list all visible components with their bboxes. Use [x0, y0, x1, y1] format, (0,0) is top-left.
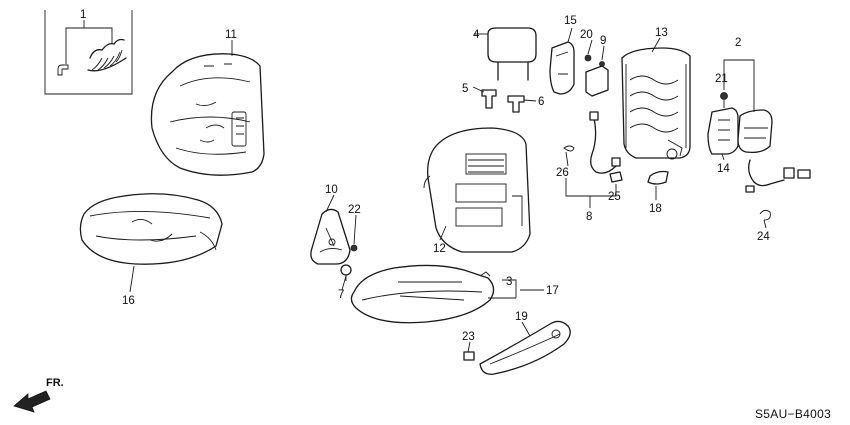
callout-1: 1 — [80, 9, 86, 21]
clip-part-23 — [463, 351, 475, 361]
callout-26: 26 — [556, 167, 569, 179]
headrest-guide-part-6 — [507, 95, 525, 113]
knob-cover-part-18 — [647, 170, 669, 185]
seat-cushion-pad-part — [350, 264, 495, 324]
callout-17: 17 — [546, 285, 559, 297]
callout-3: 3 — [506, 276, 512, 288]
callout-16: 16 — [122, 295, 135, 307]
callout-21: 21 — [715, 73, 728, 85]
inset-clips-box — [44, 10, 133, 95]
side-cover-part — [479, 320, 571, 375]
callout-25: 25 — [608, 191, 621, 203]
callout-9: 9 — [600, 35, 606, 47]
callout-12: 12 — [433, 243, 446, 255]
callout-24: 24 — [757, 231, 770, 243]
clip-coil-part — [87, 38, 127, 72]
callout-13: 13 — [655, 27, 668, 39]
airbag-module-part — [707, 92, 811, 193]
callout-19: 19 — [515, 311, 528, 323]
seat-back-cover-part — [150, 53, 265, 176]
recline-cover-part — [310, 208, 351, 265]
headrest-part — [487, 27, 537, 81]
clip-part-25 — [609, 171, 623, 183]
side-trim-part-15 — [549, 41, 575, 95]
screw-part — [350, 244, 358, 252]
callout-6: 6 — [538, 96, 544, 108]
callout-4: 4 — [473, 29, 480, 41]
clip-part-24 — [759, 209, 771, 221]
callout-8: 8 — [586, 211, 592, 223]
switch-bracket-part-9 — [585, 61, 609, 97]
wire-harness-part — [563, 111, 621, 174]
callout-18: 18 — [649, 203, 662, 215]
callout-23: 23 — [462, 331, 475, 343]
seat-cushion-cover-part — [79, 193, 223, 265]
seat-back-frame-part — [621, 47, 691, 160]
leader-lines — [65, 20, 767, 353]
callout-labels: 1 2 3 4 5 6 7 8 9 10 11 12 13 14 15 16 1… — [80, 9, 770, 343]
front-arrow-icon — [13, 390, 51, 413]
callout-15: 15 — [564, 15, 577, 27]
callout-7: 7 — [338, 289, 344, 301]
button-part — [340, 264, 352, 281]
bolt-part-20 — [584, 54, 592, 62]
callout-2: 2 — [735, 37, 741, 49]
front-direction-indicator: FR. — [13, 377, 64, 413]
callout-22: 22 — [348, 204, 361, 216]
callout-5: 5 — [462, 83, 468, 95]
callout-14: 14 — [717, 163, 730, 175]
callout-11: 11 — [225, 29, 237, 41]
callout-20: 20 — [580, 29, 593, 41]
callout-10: 10 — [325, 184, 338, 196]
front-label: FR. — [46, 377, 64, 389]
figure-code: S5AU−B4003 — [755, 407, 831, 421]
headrest-guide-part-5 — [481, 89, 497, 109]
seat-back-pad-part — [423, 127, 531, 253]
hook-part-3 — [479, 271, 491, 277]
